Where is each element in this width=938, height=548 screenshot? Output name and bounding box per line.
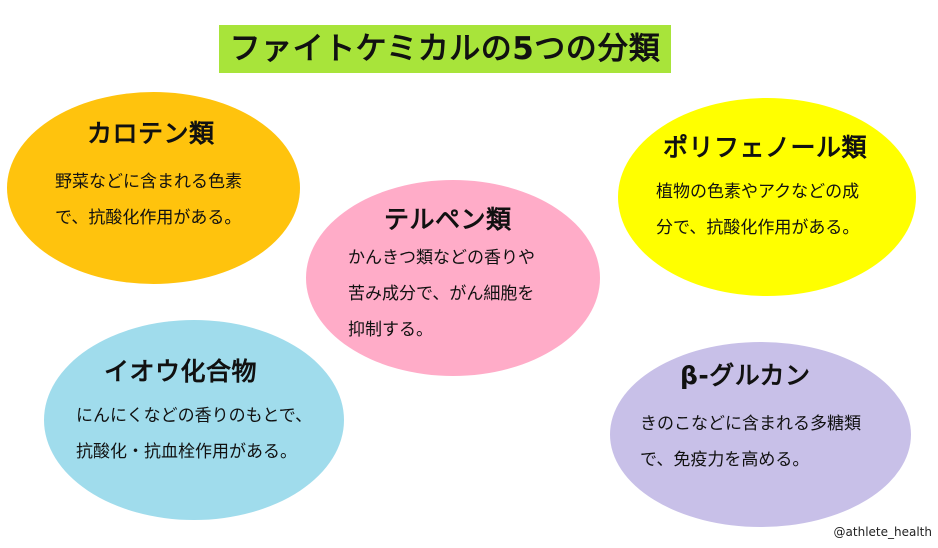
sulfur-compound-description: にんにくなどの香りのもとで、 抗酸化・抗血栓作用がある。 <box>76 406 313 462</box>
credit-handle: @athlete_health <box>833 525 932 539</box>
carotene-title: カロテン類 <box>87 119 215 148</box>
beta-glucan-bubble: β-グルカン きのこなどに含まれる多糖類 で、免疫力を高める。 <box>610 342 911 527</box>
terpene-description: かんきつ類などの香りや 苦み成分で、がん細胞を 抑制する。 <box>348 248 535 340</box>
diagram-title: ファイトケミカルの5つの分類 <box>219 25 671 73</box>
sulfur-compound-title: イオウ化合物 <box>104 357 258 386</box>
carotene-bubble: カロテン類 野菜などに含まれる色素 で、抗酸化作用がある。 <box>7 92 300 284</box>
sulfur-compound-bubble: イオウ化合物 にんにくなどの香りのもとで、 抗酸化・抗血栓作用がある。 <box>44 320 344 520</box>
carotene-description: 野菜などに含まれる色素 で、抗酸化作用がある。 <box>55 172 242 228</box>
polyphenol-title: ポリフェノール類 <box>663 133 868 162</box>
beta-glucan-title: β-グルカン <box>680 361 811 390</box>
terpene-bubble: テルペン類 かんきつ類などの香りや 苦み成分で、がん細胞を 抑制する。 <box>306 180 600 376</box>
terpene-title: テルペン類 <box>384 205 512 234</box>
beta-glucan-description: きのこなどに含まれる多糖類 で、免疫力を高める。 <box>640 414 861 470</box>
polyphenol-description: 植物の色素やアクなどの成 分で、抗酸化作用がある。 <box>656 182 860 238</box>
polyphenol-bubble: ポリフェノール類 植物の色素やアクなどの成 分で、抗酸化作用がある。 <box>618 98 916 296</box>
